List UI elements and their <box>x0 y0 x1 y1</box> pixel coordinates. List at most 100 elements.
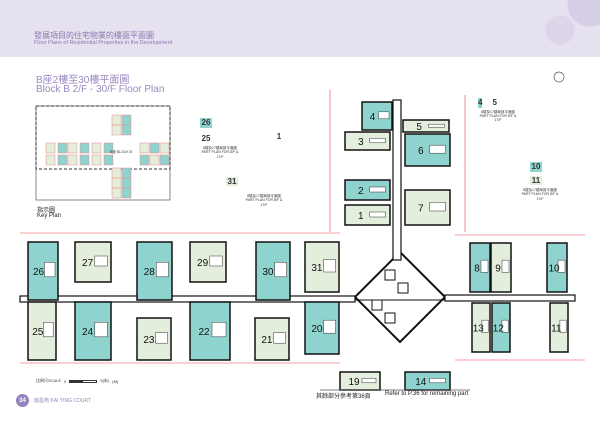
key-plan-unit <box>149 142 160 154</box>
corridor <box>392 99 402 261</box>
unit-outline <box>490 242 512 293</box>
header-title-en: Floor Plans of Residential Properties in… <box>34 40 173 46</box>
header-band <box>0 0 600 57</box>
corridor <box>19 295 356 303</box>
unit-outline <box>471 302 491 353</box>
unit-number: 20 <box>311 324 323 335</box>
unit-number: 1 <box>358 211 364 222</box>
unit-5: 5 <box>402 119 450 133</box>
bathroom <box>94 322 108 338</box>
unit-10: 10 <box>546 242 568 293</box>
key-plan-unit <box>111 114 122 126</box>
unit-number: 4 <box>370 112 376 123</box>
unit-27: 27 <box>74 241 112 283</box>
corridor <box>444 294 576 302</box>
north-arrow-icon <box>553 71 565 83</box>
unit-number: 3 <box>358 137 364 148</box>
remaining-note-zh: 其餘部分參考第36頁 <box>316 394 371 400</box>
unit-number: 29 <box>197 258 209 269</box>
part-plan-unit: 11 <box>530 175 542 186</box>
unit-number: 8 <box>474 264 480 275</box>
bathroom <box>429 202 446 212</box>
bathroom <box>559 319 567 333</box>
unit-number: 19 <box>348 377 360 388</box>
key-plan-label-zh: 指示圖 <box>37 208 56 214</box>
footer: 34 啟盈苑 KAI YING COURT <box>16 394 91 407</box>
unit-number: 14 <box>415 377 427 388</box>
key-plan-unit <box>67 154 78 166</box>
unit-6: 6 <box>404 133 451 167</box>
bathroom <box>94 255 108 267</box>
unit-number: 22 <box>198 327 210 338</box>
unit-30: 30 <box>255 241 291 301</box>
page-number: 34 <box>16 394 29 407</box>
unit-23: 23 <box>136 317 172 361</box>
key-plan-block-label: B座 BLOCK B <box>110 150 132 154</box>
bathroom <box>378 111 390 120</box>
unit-4: 4 <box>361 101 393 131</box>
unit-3: 3 <box>344 131 391 151</box>
bathroom <box>44 262 56 278</box>
bathroom <box>428 123 445 128</box>
remaining-note-en: Refer to P.36 for remaining part <box>385 391 469 397</box>
unit-number: 9 <box>495 264 501 275</box>
bathroom <box>274 262 287 278</box>
lift-core <box>345 250 455 344</box>
unit-number: 23 <box>143 335 155 346</box>
unit-outline <box>344 131 391 151</box>
unit-number: 26 <box>33 267 45 278</box>
unit-12: 12 <box>491 302 511 353</box>
unit-number: 27 <box>82 258 94 269</box>
key-plan-unit <box>111 177 122 189</box>
key-plan-unit <box>57 142 68 154</box>
part-plan-unit: 4 <box>478 98 483 108</box>
part-plan-unit: 31 <box>226 176 238 187</box>
unit-number: 30 <box>262 267 274 278</box>
plan-title-zh: B座2樓至30樓平面圖 <box>36 75 130 86</box>
header-decoration <box>530 0 600 57</box>
unit-number: 13 <box>473 324 485 335</box>
unit-9: 9 <box>490 242 512 293</box>
unit-25: 25 <box>27 301 57 361</box>
bathroom <box>155 332 168 344</box>
key-plan-unit <box>79 154 90 166</box>
part-plan-caption: 8樓及17樓局部平面圖 PART PLAN FOR 8/F & 17/F <box>479 109 517 122</box>
part-plan-unit: 25 <box>201 133 211 143</box>
scale-end: 5(米) <box>100 378 110 383</box>
part-plan-unit: 1 <box>276 132 282 141</box>
unit-29: 29 <box>189 241 227 283</box>
key-plan-unit <box>111 124 122 136</box>
unit-31: 31 <box>304 241 340 293</box>
key-plan-unit <box>121 177 132 189</box>
bathroom <box>557 259 566 273</box>
bathroom <box>209 255 223 267</box>
part-plan-10-11: 10 11 8樓及17樓局部平面圖 PART PLAN FOR 8/F & 17… <box>522 162 560 201</box>
unit-13: 13 <box>471 302 491 353</box>
unit-outline <box>344 204 391 226</box>
bathroom <box>481 319 489 333</box>
unit-21: 21 <box>254 317 290 361</box>
bathroom <box>156 262 169 278</box>
key-plan-unit <box>111 167 122 179</box>
unit-outline <box>546 242 568 293</box>
unit-number: 6 <box>418 146 424 157</box>
key-plan-highlight <box>35 105 171 170</box>
key-plan-unit <box>121 124 132 136</box>
bathroom <box>361 378 377 384</box>
bathroom <box>273 332 286 344</box>
key-plan-unit <box>139 154 150 166</box>
unit-14: 14 <box>404 371 451 391</box>
unit-number: 7 <box>418 204 424 215</box>
bathroom <box>429 378 446 384</box>
key-plan <box>35 105 171 201</box>
key-plan-unit <box>79 142 90 154</box>
part-plan-26-25: 26 25 8樓及17樓局部平面圖 PART PLAN FOR 8/F & 17… <box>200 118 240 159</box>
unit-outline <box>402 119 450 133</box>
bathroom <box>211 322 227 338</box>
unit-7: 7 <box>404 189 451 226</box>
key-plan-unit <box>45 142 56 154</box>
unit-number: 12 <box>493 324 505 335</box>
key-plan-unit <box>103 154 114 166</box>
